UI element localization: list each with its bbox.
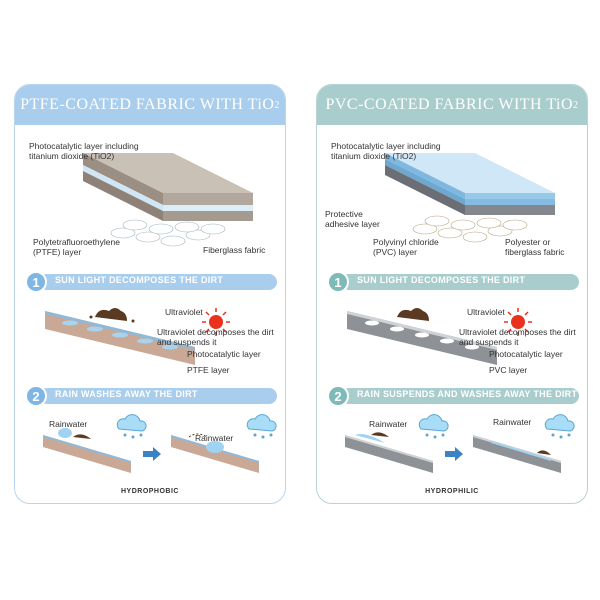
pvc-prot-label: Protective adhesive layer: [325, 209, 380, 229]
cloud-rain-icon: [116, 414, 147, 439]
pvc-step1-pill: [341, 274, 579, 290]
pvc-decomp-label: Ultraviolet decomposes the dirt and susp…: [459, 327, 576, 347]
ptfe-step1-number: 1: [25, 271, 47, 293]
cloud-rain-icon: [418, 414, 449, 439]
pvc-step1-bar: 1 SUN LIGHT DECOMPOSES THE DIRT: [327, 271, 579, 293]
pvc-title-sub: 2: [573, 99, 579, 111]
ptfe-title-text: PTFE-COATED FABRIC WITH TiO: [20, 96, 275, 113]
ptfe-step2-number: 2: [25, 385, 47, 407]
pvc-prot-label-2: adhesive layer: [325, 219, 380, 229]
pvc-step2-number: 2: [327, 385, 349, 407]
ptfe-fabric-illustration: [83, 153, 253, 247]
ptfe-title-sub: 2: [274, 99, 280, 111]
ptfe-fiber-label: Fiberglass fabric: [203, 245, 266, 255]
ptfe-step1-bar: 1 SUN LIGHT DECOMPOSES THE DIRT: [25, 271, 277, 293]
pvc-decomp-label-1: Ultraviolet decomposes the dirt: [459, 327, 576, 337]
ptfe-photo-label-2: titanium dioxide (TiO2): [29, 151, 115, 161]
pvc-photo-layer-label: Photocatalytic layer: [489, 349, 563, 359]
arrow-right-icon: [445, 447, 463, 461]
pvc-prot-label-1: Protective: [325, 209, 363, 219]
sun-icon: [202, 308, 230, 336]
ptfe-decomp-label-1: Ultraviolet decomposes the dirt: [157, 327, 274, 337]
ptfe-step2-bar: 2 RAIN WASHES AWAY THE DIRT: [25, 385, 277, 407]
ptfe-step1-illustration: [45, 308, 195, 365]
pvc-base-label: Polyvinyl chloride (PVC) layer: [373, 237, 439, 257]
ptfe-step2-text: RAIN WASHES AWAY THE DIRT: [55, 389, 198, 399]
ptfe-photo-layer-label: Photocatalytic layer: [187, 349, 261, 359]
pvc-photo-label-1: Photocatalytic layer including: [331, 141, 441, 151]
ptfe-decomp-label: Ultraviolet decomposes the dirt and susp…: [157, 327, 274, 347]
pvc-photo-label: Photocatalytic layer including titanium …: [331, 141, 441, 161]
pvc-fabric-illustration: [385, 153, 555, 243]
pvc-fiber-label: Polyester or fiberglass fabric: [505, 237, 565, 257]
pvc-fiber-label-1: Polyester or: [505, 237, 551, 247]
pvc-footer: HYDROPHILIC: [425, 488, 479, 495]
sun-icon: [504, 308, 532, 336]
pvc-base-label-2: (PVC) layer: [373, 247, 417, 257]
pvc-step2-bar: 2 RAIN SUSPENDS AND WASHES AWAY THE DIRT: [327, 385, 579, 407]
pvc-decomp-label-2: and suspends it: [459, 337, 519, 347]
pvc-rain-label-a: Rainwater: [369, 419, 408, 429]
ptfe-base-label-1: Polytetrafluoroethylene: [33, 237, 120, 247]
pvc-base-label-1: Polyvinyl chloride: [373, 237, 439, 247]
pvc-step1-text: SUN LIGHT DECOMPOSES THE DIRT: [357, 275, 526, 285]
ptfe-base-layer-label: PTFE layer: [187, 365, 230, 375]
ptfe-photo-label: Photocatalytic layer including titanium …: [29, 141, 139, 161]
ptfe-rain-label-b: Rainwater: [195, 433, 234, 443]
ptfe-step1-pill: [39, 274, 277, 290]
pvc-step1-number: 1: [327, 271, 349, 293]
ptfe-decomp-label-2: and suspends it: [157, 337, 217, 347]
ptfe-step1-text: SUN LIGHT DECOMPOSES THE DIRT: [55, 275, 224, 285]
pvc-base-layer-label: PVC layer: [489, 365, 528, 375]
ptfe-photo-label-1: Photocatalytic layer including: [29, 141, 139, 151]
pvc-fiber-label-2: fiberglass fabric: [505, 247, 565, 257]
ptfe-base-label: Polytetrafluoroethylene (PTFE) layer: [33, 237, 120, 257]
ptfe-base-label-2: (PTFE) layer: [33, 247, 82, 257]
pvc-uv-label: Ultraviolet: [467, 307, 505, 317]
ptfe-step2-illustration: [43, 428, 259, 473]
ptfe-footer: HYDROPHOBIC: [120, 488, 179, 495]
pvc-rain-label-b: Rainwater: [493, 417, 532, 427]
ptfe-rain-label-a: Rainwater: [49, 419, 88, 429]
pvc-step1-illustration: [347, 308, 497, 365]
arrow-right-icon: [143, 447, 161, 461]
cloud-rain-icon: [246, 414, 277, 439]
pvc-title-text: PVC-COATED FABRIC WITH TiO: [325, 96, 574, 113]
pvc-photo-label-2: titanium dioxide (TiO2): [331, 151, 417, 161]
pvc-step2-illustration: [345, 432, 561, 473]
ptfe-step2-pill: [39, 388, 277, 404]
cloud-rain-icon: [544, 414, 575, 439]
pvc-step2-text: RAIN SUSPENDS AND WASHES AWAY THE DIRT: [357, 389, 578, 399]
pvc-step2-pill: [341, 388, 579, 404]
ptfe-uv-label: Ultraviolet: [165, 307, 203, 317]
